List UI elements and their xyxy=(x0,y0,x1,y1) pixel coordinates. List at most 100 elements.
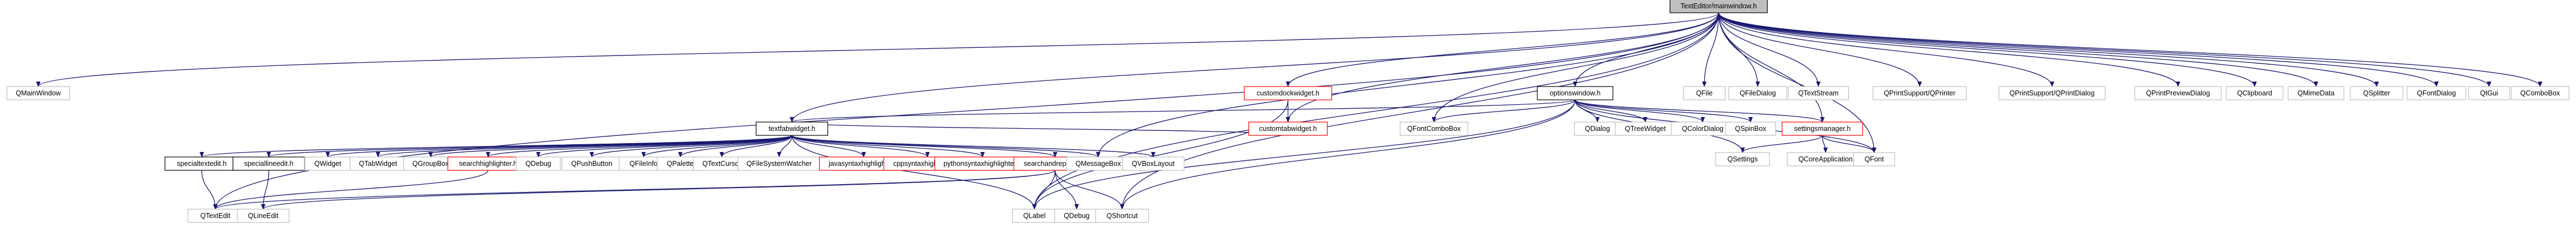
node-QWidget: QWidget xyxy=(304,156,351,171)
edge-speciallineedit-to-QLineEdit xyxy=(261,170,269,210)
edge-searchandreplacer-to-QLineEdit xyxy=(261,170,1056,210)
node-QFileSystemWatcher: QFileSystemWatcher xyxy=(737,156,821,171)
edge-root-to-QFontComboBox xyxy=(1431,12,1720,123)
node-QComboBox: QComboBox xyxy=(2511,86,2569,100)
node-label: QSettings xyxy=(1727,155,1758,163)
edge-textfabwidget-to-QFileInfo xyxy=(641,135,793,158)
edge-optionswindow-to-QLabel xyxy=(1032,99,1576,210)
node-box xyxy=(1574,121,1621,136)
node-label: QFileDialog xyxy=(1740,89,1776,97)
edge-textfabwidget-to-QLabel xyxy=(791,135,1037,210)
node-label: javasyntaxhighlighter.h xyxy=(828,160,899,168)
node-label: QSpinBox xyxy=(1735,125,1767,133)
edge-root-to-optionswindow xyxy=(1573,12,1720,87)
node-QPrintPreviewDialog: QPrintPreviewDialog xyxy=(2134,86,2222,100)
node-box xyxy=(164,156,239,171)
edge-searchhighlighter-to-QTextEdit xyxy=(213,170,489,210)
node-box xyxy=(187,209,243,223)
node-label: QMessageBox xyxy=(1075,160,1121,168)
node-root[interactable]: TextEditor/mainwindow.h xyxy=(1669,0,1768,13)
node-label: customtabwidget.h xyxy=(1259,125,1317,133)
node-box xyxy=(1615,121,1676,136)
node-label: QtGui xyxy=(2480,89,2498,97)
node-QFontComboBox: QFontComboBox xyxy=(1400,121,1468,136)
edge-root-to-customtabwidget xyxy=(1286,12,1720,123)
node-box xyxy=(1683,86,1726,100)
node-optionswindow[interactable]: optionswindow.h xyxy=(1537,86,1614,100)
node-label: pythonsyntaxhighlighter.h xyxy=(943,160,1022,168)
node-box xyxy=(1054,209,1099,223)
node-label: optionswindow.h xyxy=(1550,89,1601,97)
node-label: QMimeData xyxy=(2298,89,2335,97)
node-box xyxy=(1671,121,1735,136)
node-QFile: QFile xyxy=(1683,86,1726,100)
node-box xyxy=(1782,121,1863,136)
edge-optionswindow-to-textfabwidget xyxy=(790,99,1576,123)
node-QTreeWidget: QTreeWidget xyxy=(1615,121,1676,136)
edge-root-to-QFont xyxy=(1718,12,1876,153)
node-QDialog: QDialog xyxy=(1574,121,1621,136)
node-label: QWidget xyxy=(314,160,341,168)
node-label: QPrintPreviewDialog xyxy=(2146,89,2210,97)
node-box xyxy=(1669,0,1768,13)
node-specialtextedit[interactable]: specialtextedit.h xyxy=(164,156,239,171)
edge-textfabwidget-to-javasyntaxhighlighter xyxy=(791,135,866,158)
node-box xyxy=(2350,86,2404,100)
node-QSettings: QSettings xyxy=(1715,152,1770,166)
node-box xyxy=(1728,86,1787,100)
node-box xyxy=(1244,86,1332,100)
edge-textfabwidget-to-QPushButton xyxy=(589,135,793,158)
node-box xyxy=(2134,86,2222,100)
edge-root-to-QMessageBox xyxy=(1096,12,1720,158)
edge-settingsmanager-to-QSettings xyxy=(1740,135,1823,153)
node-speciallineedit[interactable]: speciallineedit.h xyxy=(232,156,305,171)
node-box xyxy=(349,156,406,171)
node-settingsmanager[interactable]: settingsmanager.h xyxy=(1782,121,1863,136)
edge-searchandreplacer-to-QDebug xyxy=(1054,170,1079,210)
node-box xyxy=(1853,152,1895,166)
node-box xyxy=(1725,121,1776,136)
node-customdockwidget[interactable]: customdockwidget.h xyxy=(1244,86,1332,100)
edge-customtabwidget-to-textfabwidget xyxy=(790,121,1289,136)
node-label: QGroupBox xyxy=(412,160,450,168)
node-box xyxy=(516,156,561,171)
node-box xyxy=(1095,209,1149,223)
node-label: TextEditor/mainwindow.h xyxy=(1681,2,1757,10)
edge-textfabwidget-to-QPalette xyxy=(678,135,793,158)
node-label: QPalette xyxy=(667,160,694,168)
edge-optionswindow-to-settingsmanager xyxy=(1574,99,1825,123)
node-QMimeData: QMimeData xyxy=(2288,86,2344,100)
edge-textfabwidget-to-pythonsyntaxhighlighter xyxy=(791,135,985,158)
node-box xyxy=(447,156,529,171)
node-label: QFile xyxy=(1696,89,1713,97)
node-QMainWindow: QMainWindow xyxy=(6,86,70,100)
node-label: QTextEdit xyxy=(200,212,231,220)
node-label: QTreeWidget xyxy=(1625,125,1666,133)
node-label: QTabWidget xyxy=(359,160,397,168)
node-searchhighlighter[interactable]: searchhighlighter.h xyxy=(447,156,529,171)
edge-specialtextedit-to-QTextEdit xyxy=(201,170,218,210)
edge-optionswindow-to-QColorDialog xyxy=(1574,99,1705,123)
node-label: QVBoxLayout xyxy=(1132,160,1175,168)
node-label: QDebug xyxy=(526,160,552,168)
node-box xyxy=(232,156,305,171)
node-QColorDialog: QColorDialog xyxy=(1671,121,1735,136)
node-box xyxy=(1787,152,1864,166)
edge-textfabwidget-to-QGroupBox xyxy=(429,135,793,158)
node-label: QFontDialog xyxy=(2417,89,2456,97)
node-customtabwidget[interactable]: customtabwidget.h xyxy=(1248,121,1328,136)
node-textfabwidget[interactable]: textfabwidget.h xyxy=(756,121,828,136)
node-box xyxy=(2468,86,2510,100)
node-box xyxy=(1998,86,2106,100)
edge-optionswindow-to-QShortcut xyxy=(1120,99,1576,210)
node-box xyxy=(1400,121,1468,136)
node-label: QFont xyxy=(1865,155,1884,163)
edge-root-to-QMainWindow xyxy=(36,12,1720,87)
node-label: QLineEdit xyxy=(248,212,278,220)
node-QLineEdit: QLineEdit xyxy=(237,209,290,223)
node-box xyxy=(304,156,351,171)
edge-optionswindow-to-QTreeWidget xyxy=(1574,99,1647,123)
edge-searchandreplacer-to-QLabel xyxy=(1032,170,1056,210)
node-QFontDialog: QFontDialog xyxy=(2406,86,2466,100)
